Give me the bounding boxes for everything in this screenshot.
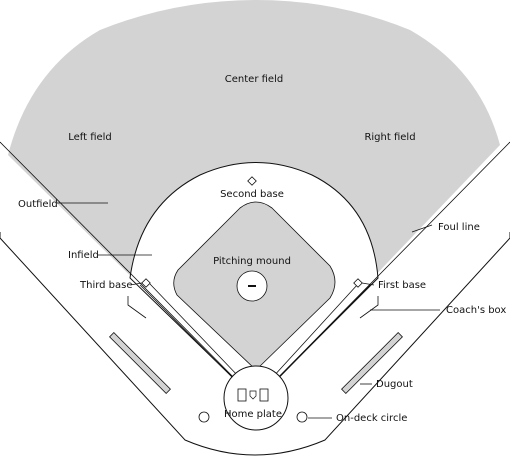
foul-line-left xyxy=(0,141,257,401)
basepath-third-home xyxy=(149,283,241,379)
label-right-field: Right field xyxy=(364,132,415,143)
home-plate-icon xyxy=(249,390,257,400)
label-center-field: Center field xyxy=(225,74,283,85)
label-second-base: Second base xyxy=(220,189,284,200)
label-home-plate: Home plate xyxy=(224,409,282,420)
label-coachs-box: Coach's box xyxy=(446,305,506,316)
on-deck-circle-right xyxy=(296,411,308,423)
label-first-base: First base xyxy=(378,280,426,291)
label-left-field: Left field xyxy=(68,132,112,143)
label-outfield: Outfield xyxy=(18,199,58,210)
on-deck-circle-left xyxy=(198,411,210,423)
batters-box-right xyxy=(259,388,269,402)
pitchers-rubber xyxy=(248,285,256,287)
label-on-deck-circle: On-deck circle xyxy=(336,413,407,424)
label-infield: Infield xyxy=(68,250,99,261)
second-base-icon xyxy=(247,176,257,186)
basepath-first-home xyxy=(271,283,359,379)
label-third-base: Third base xyxy=(79,280,133,291)
third-base-icon xyxy=(141,278,151,288)
leader-third-base xyxy=(129,282,143,286)
label-dugout: Dugout xyxy=(376,379,413,390)
dugout-right xyxy=(341,332,403,394)
label-foul-line: Foul line xyxy=(438,222,480,233)
first-base-icon xyxy=(353,278,363,288)
label-pitching-mound: Pitching mound xyxy=(213,256,291,267)
home-plate-circle xyxy=(223,365,289,431)
coachs-box-left xyxy=(127,296,147,319)
leader-first-base xyxy=(361,282,375,286)
batters-box-left xyxy=(237,388,247,402)
foul-line-right xyxy=(255,141,510,401)
dugout-left xyxy=(109,332,171,394)
leader-foul-line xyxy=(411,224,433,233)
coachs-box-right xyxy=(359,296,379,319)
